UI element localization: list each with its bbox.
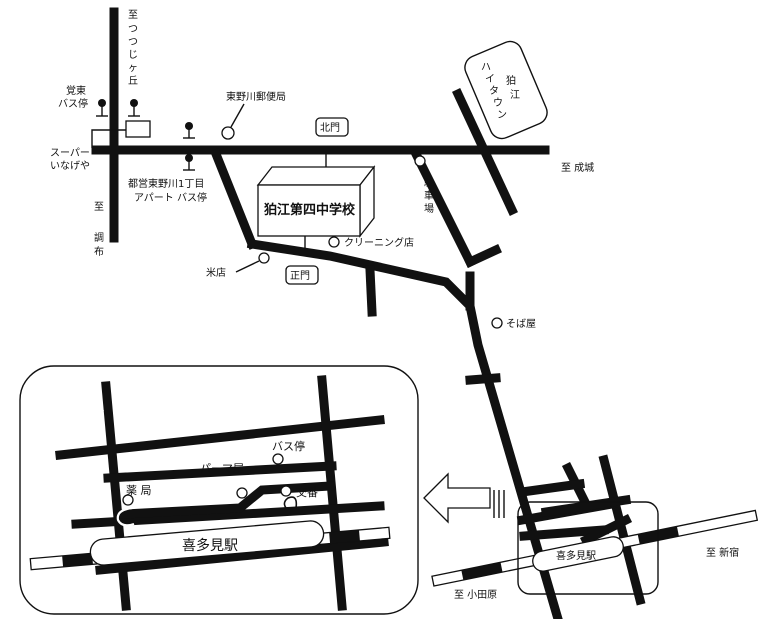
inset-uturn-west-icon: [116, 506, 135, 527]
to-tsutsujigaoka-2: つ: [128, 37, 138, 48]
to-seijo-label: 至 成城: [561, 162, 594, 174]
haitown-label-4: ウ: [493, 97, 503, 109]
main-gate-box: [285, 265, 319, 285]
supermarket-label-2: いなげや: [50, 160, 90, 172]
bus-toei-label-2: アパート バス停: [134, 191, 207, 204]
main-gate-label: 正門: [290, 270, 310, 282]
to-chofu-2: 布: [94, 246, 104, 258]
inset-frame: [19, 365, 419, 615]
bus-stop-toei-south-icon: [183, 154, 195, 171]
inset-bus-stop-icon: [272, 453, 284, 465]
inset-road-loop: [119, 481, 335, 519]
road-stub-1: [365, 265, 377, 317]
inset-road-middle: [103, 461, 337, 483]
inset-north-arrow-icon: [94, 400, 106, 437]
bus-stop-kakuto-icon: [96, 99, 108, 117]
soba-shop-icon: [491, 317, 503, 329]
post-office-icon: [221, 126, 235, 140]
haitown-label-3: タ: [489, 85, 499, 97]
supermarket-building: [125, 120, 151, 138]
bus-kakuto-label-1: 覚東: [66, 84, 86, 97]
road-stub-4: [465, 373, 501, 385]
rice-shop-leader: [235, 260, 260, 273]
to-chofu-prefix: 至: [94, 201, 104, 213]
soba-shop-label: そば屋: [506, 318, 536, 330]
road-haitown-diagonal: [452, 88, 518, 216]
to-chofu-1: 調: [94, 231, 104, 244]
road-near-station-7: [579, 513, 633, 547]
inset-police-box-label: 交番: [296, 485, 318, 499]
parking-label-3: 場: [424, 202, 434, 215]
bus-toei-label-1: 都営東野川1丁目: [128, 177, 204, 190]
station-highlight-box: [517, 501, 659, 595]
north-gate-label: 北門: [320, 122, 340, 134]
inset-road-east-vertical: [317, 375, 347, 611]
post-office-leader: [230, 103, 245, 128]
school-building: [256, 165, 376, 238]
inset-perm-salon-label: パーマ屋: [200, 462, 244, 475]
inset-police-box-icon: [280, 485, 292, 497]
to-tsutsujigaoka-1: つ: [128, 24, 138, 35]
road-stub-3: [464, 244, 502, 268]
inset-road-bottom: [95, 537, 389, 575]
station-main-label: 喜多見駅: [556, 549, 596, 562]
inset-road-south: [71, 501, 385, 529]
supermarket-label-1: スーパー: [50, 147, 90, 159]
post-office-label: 東野川郵便局: [226, 90, 286, 103]
road-near-station-3: [516, 478, 586, 498]
haitown-label-2: イ: [485, 74, 495, 85]
bus-kakuto-label-2: バス停: [58, 97, 88, 110]
inset-station-box: [89, 520, 325, 566]
north-gate-box: [315, 117, 349, 137]
haitown-label-5: ン: [497, 110, 507, 121]
inset-station-label: 喜多見駅: [182, 537, 238, 554]
to-shinjuku-label: 至 新宿: [706, 546, 739, 559]
road-near-station-1: [598, 454, 646, 606]
to-tsutsujigaoka-4: ヶ: [128, 63, 138, 74]
road-school-south: [246, 238, 563, 619]
to-tsutsujigaoka-prefix: 至: [128, 9, 138, 21]
inset-roads: [55, 375, 389, 611]
cleaning-shop-label: クリーニング店: [344, 236, 414, 249]
inset-perm-salon-icon: [236, 487, 248, 499]
main-roads: [91, 7, 646, 619]
rice-shop-label: 米店: [206, 266, 226, 279]
inset-uturn-east-icon: [283, 496, 298, 513]
bus-stop-west-icon: [128, 99, 140, 117]
rice-shop-icon: [258, 252, 270, 264]
inset-bus-stop-label: バス停: [272, 439, 305, 453]
supermarket-leader: [91, 129, 126, 148]
school-label: 狛江第四中学校: [263, 202, 356, 218]
to-odawara-label: 至 小田原: [454, 589, 497, 601]
to-tsutsujigaoka-3: じ: [128, 49, 138, 61]
road-school-west: [210, 148, 258, 250]
komae-label-1: 狛: [506, 75, 516, 87]
bus-stop-toei-north-icon: [183, 122, 195, 139]
komae-label-2: 江: [510, 89, 520, 101]
inset-pharmacy-label: 薬 局: [126, 484, 152, 497]
cleaning-shop-icon: [328, 236, 340, 248]
parking-marker-icon: [414, 155, 426, 167]
station-main-box: [532, 536, 624, 572]
road-parking-diagonal: [409, 147, 477, 269]
haitown-label-1: ハ: [481, 62, 491, 73]
parking-label-1: 駐: [424, 176, 434, 189]
inset-pharmacy-icon: [122, 494, 134, 506]
haitown-building: [464, 40, 548, 140]
inset-arrow-icon: [423, 472, 505, 524]
road-near-station-5: [519, 525, 609, 541]
to-tsutsujigaoka-5: 丘: [128, 75, 138, 87]
parking-label-2: 車: [424, 189, 434, 202]
